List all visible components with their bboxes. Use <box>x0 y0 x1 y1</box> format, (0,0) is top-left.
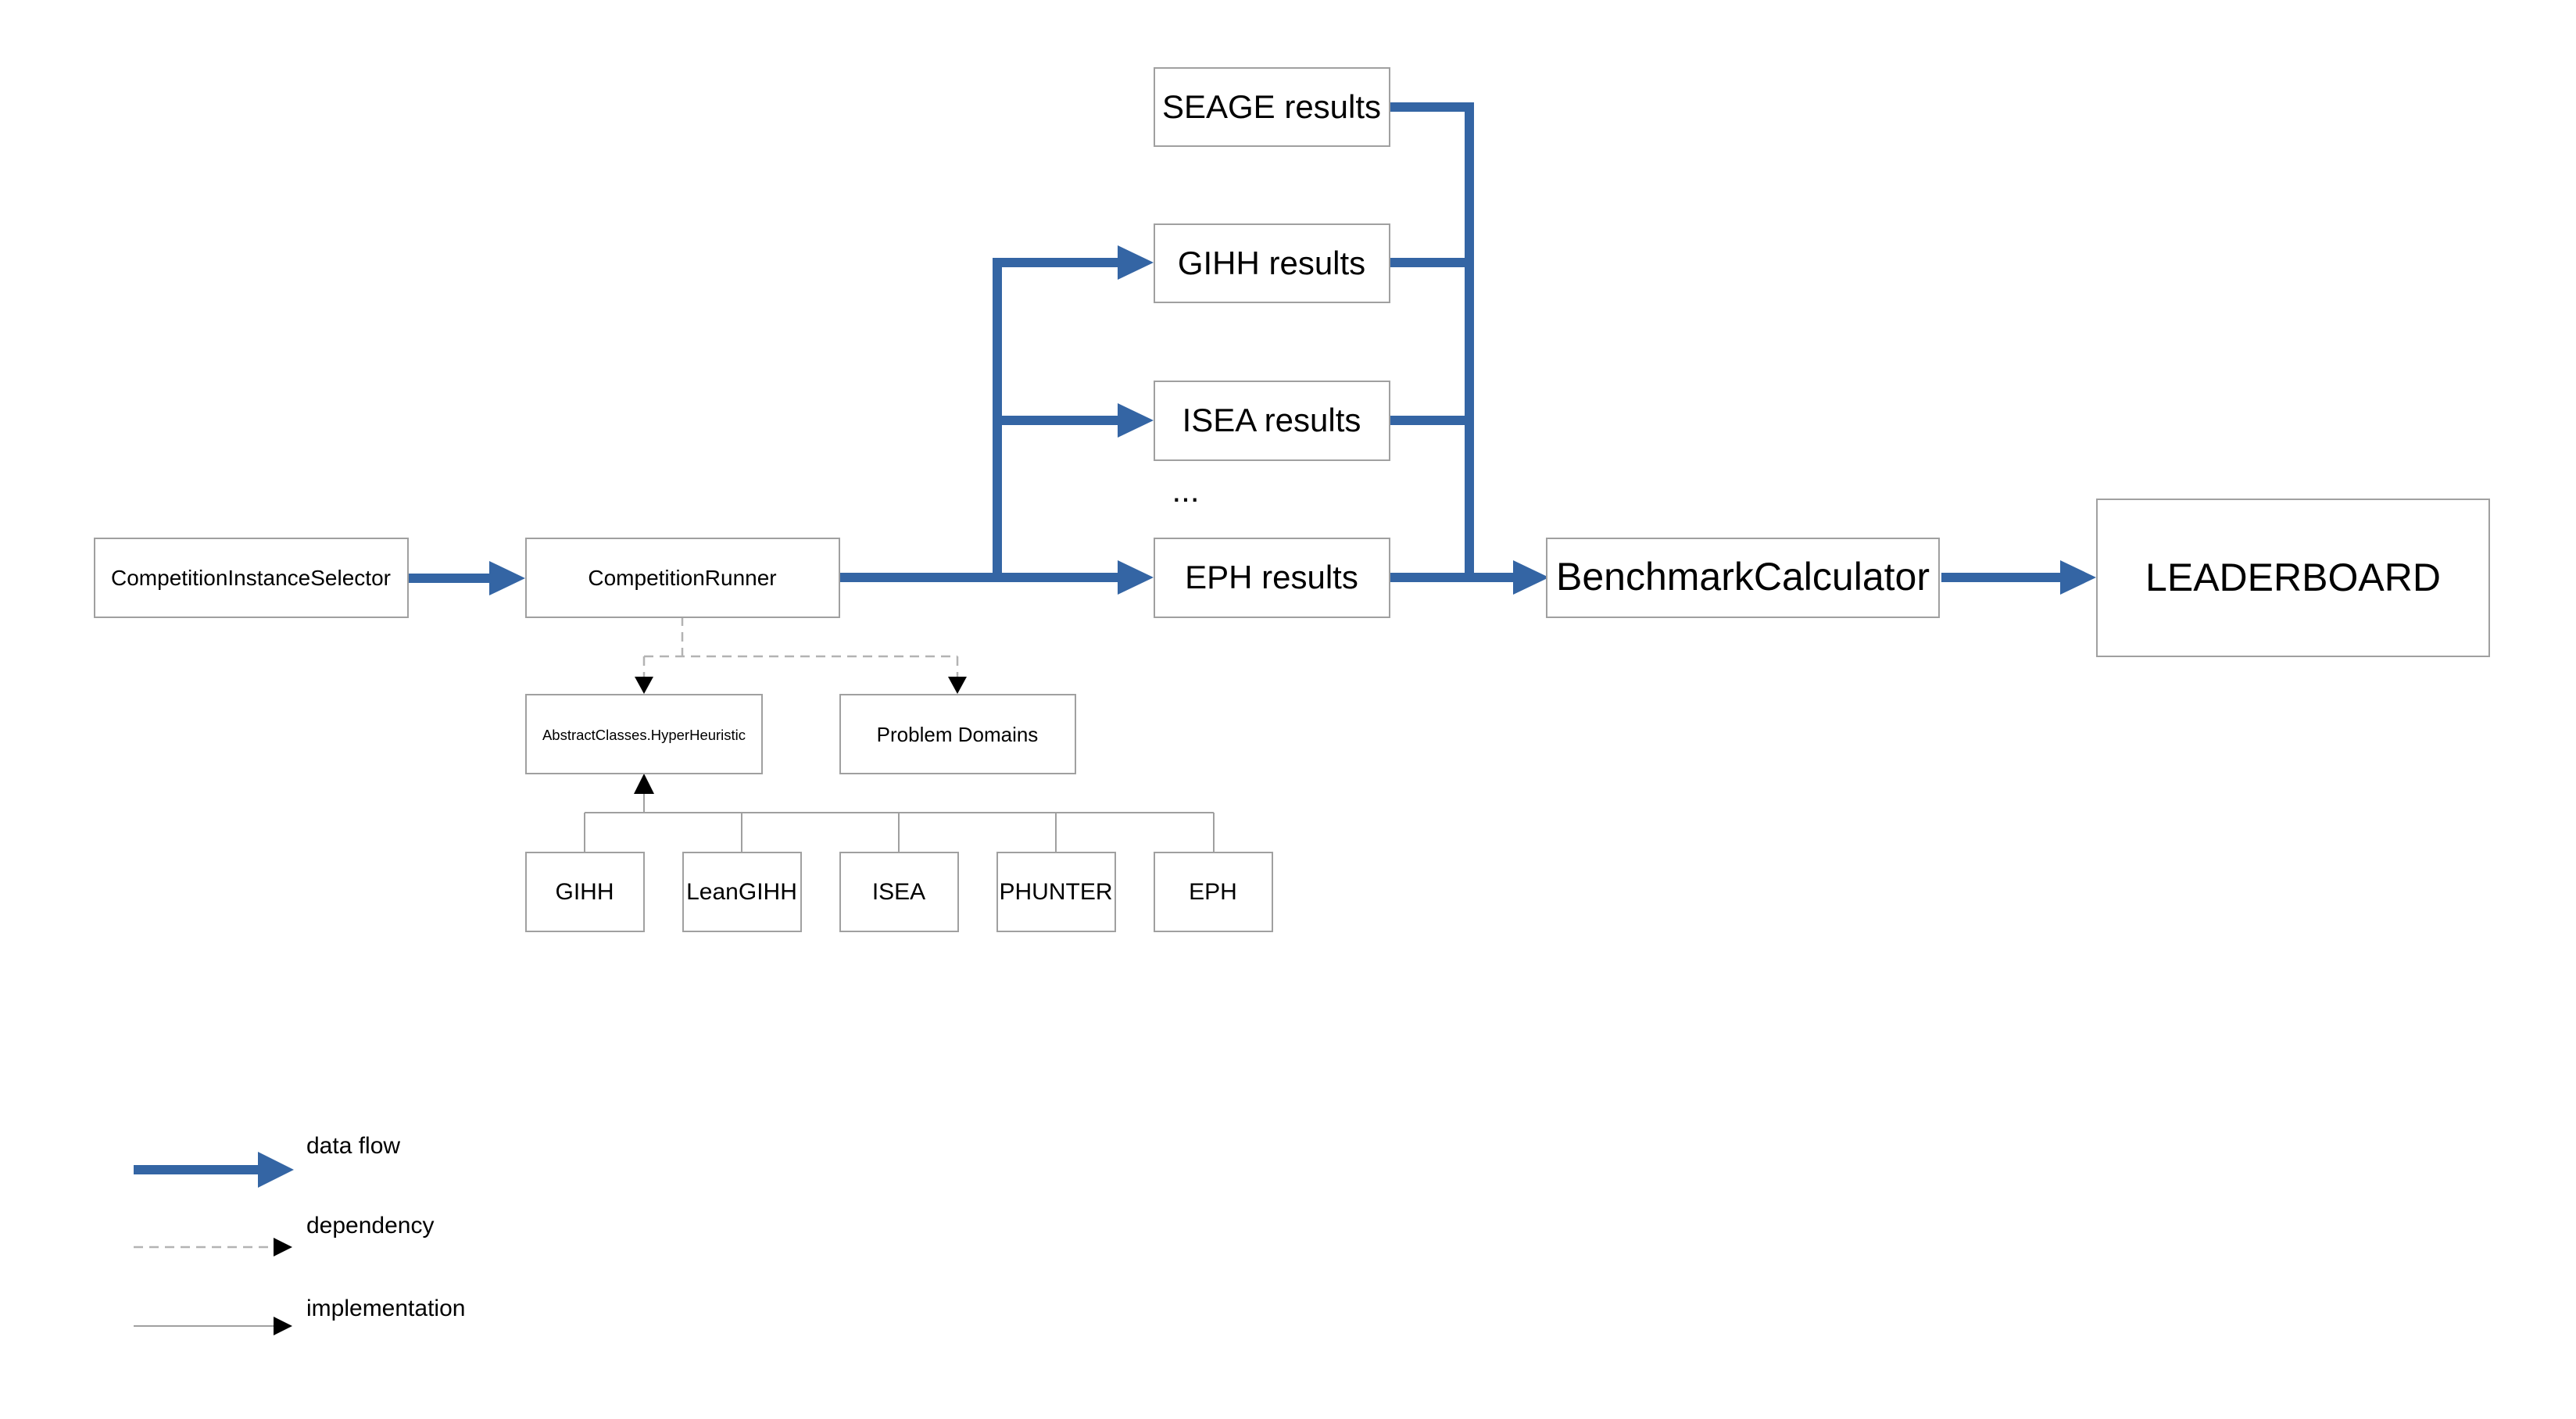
node-label: AbstractClasses.HyperHeuristic <box>542 727 746 743</box>
legend-dependency-arrowhead <box>274 1238 292 1256</box>
flow-arrowhead <box>1118 245 1154 280</box>
node-label: ISEA <box>872 879 925 905</box>
flow-arrowhead <box>1118 560 1154 595</box>
node-competition-instance-selector: CompetitionInstanceSelector <box>94 538 409 618</box>
node-benchmark-calculator: BenchmarkCalculator <box>1546 538 1940 618</box>
implementation-arrowhead <box>634 774 654 794</box>
legend-data-flow-arrowhead <box>258 1152 294 1188</box>
flow-arrowhead <box>1118 403 1154 438</box>
data-flow-edges <box>406 102 2096 595</box>
node-label: EPH <box>1189 879 1237 905</box>
legend-data-flow-label: data flow <box>306 1133 400 1159</box>
legend-implementation-label: implementation <box>306 1296 465 1321</box>
node-label: CompetitionRunner <box>588 566 776 590</box>
node-leaderboard: LEADERBOARD <box>2096 499 2490 657</box>
node-phunter: PHUNTER <box>996 852 1116 932</box>
node-label: EPH results <box>1185 559 1358 595</box>
legend: data flow dependency implementation <box>134 1133 465 1335</box>
node-isea-results: ISEA results <box>1154 381 1390 461</box>
node-label: BenchmarkCalculator <box>1556 555 1930 599</box>
ellipsis-more-results: ... <box>1172 472 1199 509</box>
node-label: ISEA results <box>1182 402 1361 438</box>
dependency-arrowhead <box>948 677 967 694</box>
node-gihh-results: GIHH results <box>1154 223 1390 303</box>
node-label: LEADERBOARD <box>2145 556 2441 599</box>
node-label: CompetitionInstanceSelector <box>111 566 391 590</box>
node-isea: ISEA <box>839 852 959 932</box>
node-label: Problem Domains <box>877 723 1039 746</box>
node-leangihh: LeanGIHH <box>682 852 802 932</box>
node-gihh: GIHH <box>525 852 645 932</box>
node-seage-results: SEAGE results <box>1154 67 1390 147</box>
dependency-edges <box>635 617 967 694</box>
legend-dependency-label: dependency <box>306 1213 434 1238</box>
implementation-edges <box>584 774 1215 852</box>
flow-arrowhead <box>2060 560 2096 595</box>
node-label: PHUNTER <box>999 879 1112 905</box>
legend-implementation-arrowhead <box>274 1317 292 1335</box>
node-label: SEAGE results <box>1162 88 1381 125</box>
legend-implementation: implementation <box>134 1296 465 1335</box>
node-label: LeanGIHH <box>686 879 797 905</box>
flow-arrowhead <box>489 561 525 595</box>
node-eph: EPH <box>1154 852 1273 932</box>
flow-arrowhead <box>1513 560 1549 595</box>
legend-dependency: dependency <box>134 1213 434 1256</box>
node-eph-results: EPH results <box>1154 538 1390 618</box>
node-abstract-hyperheuristic: AbstractClasses.HyperHeuristic <box>525 694 763 774</box>
node-label: GIHH results <box>1178 245 1365 281</box>
node-competition-runner: CompetitionRunner <box>525 538 840 618</box>
node-label: GIHH <box>556 879 614 905</box>
dependency-arrowhead <box>635 677 653 694</box>
legend-data-flow: data flow <box>134 1133 400 1188</box>
node-problem-domains: Problem Domains <box>839 694 1076 774</box>
